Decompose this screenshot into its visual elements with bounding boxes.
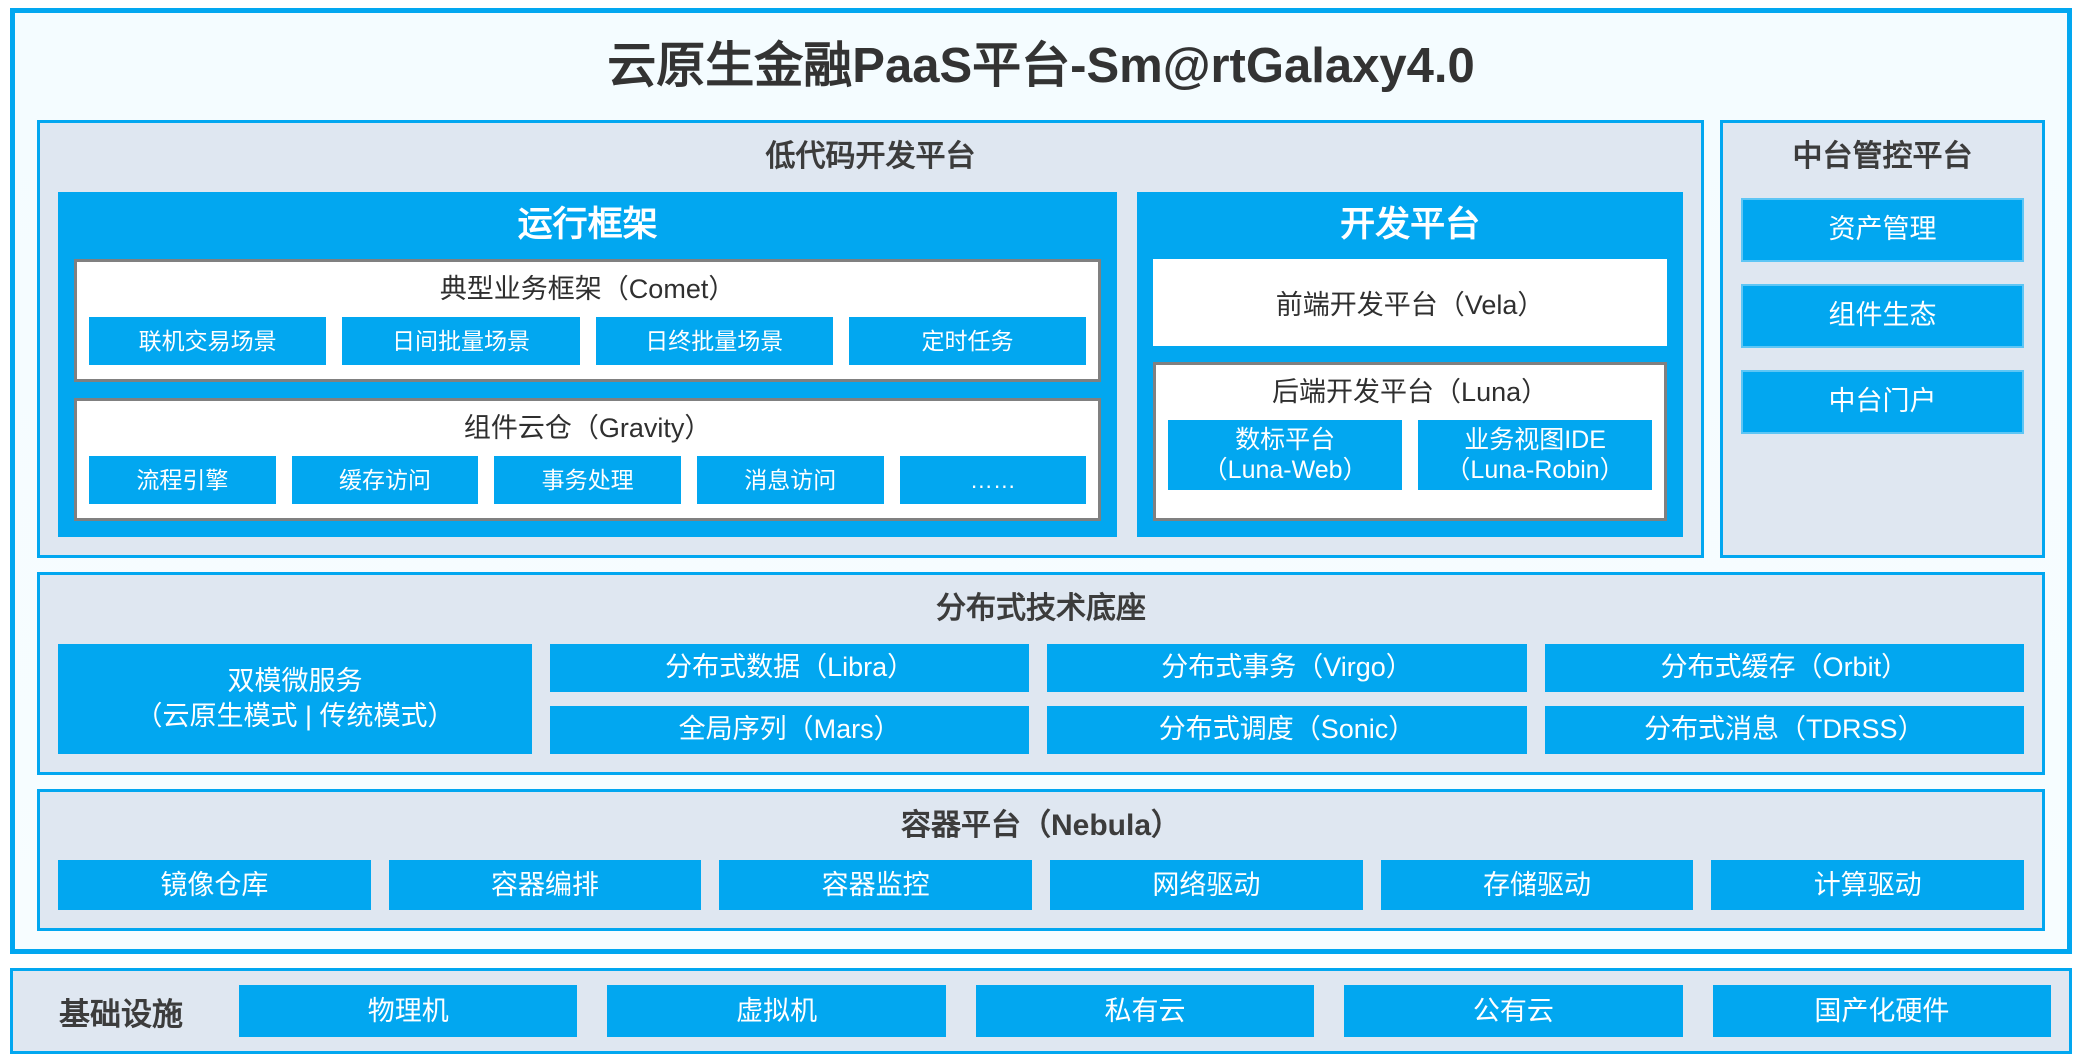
backend-platform-title: 后端开发平台（Luna） <box>1272 377 1549 408</box>
midplatform-panel: 中台管控平台 资产管理 组件生态 中台门户 <box>1720 120 2045 559</box>
platform-frame: 云原生金融PaaS平台-Sm@rtGalaxy4.0 低代码开发平台 运行框架 … <box>10 8 2072 955</box>
tech-item-mars[interactable]: 全局序列（Mars） <box>550 705 1030 754</box>
backend-platform-items: 数标平台 （Luna-Web） 业务视图IDE （Luna-Robin） <box>1168 420 1653 504</box>
microservice-name: 双模微服务 <box>227 665 363 696</box>
midplatform-item-asset-management[interactable]: 资产管理 <box>1741 197 2024 262</box>
luna-robin-name: 业务视图IDE <box>1464 425 1606 454</box>
comet-item[interactable]: 定时任务 <box>848 317 1087 366</box>
comet-items: 联机交易场景 日间批量场景 日终批量场景 定时任务 <box>89 317 1087 366</box>
luna-robin-tile[interactable]: 业务视图IDE （Luna-Robin） <box>1418 420 1653 491</box>
tech-column-1: 分布式数据（Libra） 全局序列（Mars） <box>550 643 1030 754</box>
infra-item-public-cloud[interactable]: 公有云 <box>1344 985 1683 1038</box>
container-item-image-registry[interactable]: 镜像仓库 <box>58 860 371 911</box>
container-item-network-driver[interactable]: 网络驱动 <box>1050 860 1363 911</box>
container-platform-title: 容器平台（Nebula） <box>900 808 1182 842</box>
gravity-item[interactable]: 消息访问 <box>696 456 884 505</box>
tech-item-libra[interactable]: 分布式数据（Libra） <box>550 643 1030 692</box>
runtime-groups: 典型业务框架（Comet） 联机交易场景 日间批量场景 日终批量场景 定时任务 <box>74 259 1102 522</box>
infra-item-domestic-hardware[interactable]: 国产化硬件 <box>1712 985 2052 1038</box>
container-item-monitoring[interactable]: 容器监控 <box>719 860 1033 911</box>
development-platform-stack: 前端开发平台（Vela） 后端开发平台（Luna） 数标平台 （Luna-Web… <box>1153 259 1667 522</box>
tech-item-sonic[interactable]: 分布式调度（Sonic） <box>1047 705 1527 754</box>
container-item-compute-driver[interactable]: 计算驱动 <box>1711 860 2025 911</box>
tech-foundation-title: 分布式技术底座 <box>936 592 1146 626</box>
gravity-title: 组件云仓（Gravity） <box>463 413 712 444</box>
midplatform-item-portal[interactable]: 中台门户 <box>1741 369 2024 434</box>
dual-mode-microservice-tile[interactable]: 双模微服务 （云原生模式 | 传统模式） <box>58 643 532 754</box>
comet-title: 典型业务框架（Comet） <box>439 274 736 305</box>
tech-item-virgo[interactable]: 分布式事务（Virgo） <box>1047 643 1527 692</box>
luna-web-code: （Luna-Web） <box>1202 456 1368 485</box>
gravity-item[interactable]: 流程引擎 <box>89 456 276 505</box>
infra-item-physical-machine[interactable]: 物理机 <box>239 985 578 1038</box>
top-row: 低代码开发平台 运行框架 典型业务框架（Comet） 联机交易场景 日间批量场景 <box>37 120 2045 559</box>
gravity-items: 流程引擎 缓存访问 事务处理 消息访问 …… <box>89 456 1087 505</box>
gravity-item-ellipsis[interactable]: …… <box>899 456 1087 505</box>
container-item-storage-driver[interactable]: 存储驱动 <box>1380 860 1694 911</box>
microservice-column: 双模微服务 （云原生模式 | 传统模式） <box>58 643 532 754</box>
runtime-framework-title: 运行框架 <box>517 204 658 244</box>
midplatform-item-component-ecology[interactable]: 组件生态 <box>1741 283 2024 348</box>
container-platform-items: 镜像仓库 容器编排 容器监控 网络驱动 存储驱动 计算驱动 <box>58 860 2025 911</box>
infrastructure-panel: 基础设施 物理机 虚拟机 私有云 公有云 国产化硬件 <box>10 968 2072 1054</box>
comet-item[interactable]: 联机交易场景 <box>89 317 327 366</box>
development-platform-card: 开发平台 前端开发平台（Vela） 后端开发平台（Luna） 数标平台 （Lun… <box>1137 191 1683 538</box>
luna-robin-code: （Luna-Robin） <box>1445 456 1625 485</box>
microservice-modes: （云原生模式 | 传统模式） <box>135 700 455 731</box>
luna-web-tile[interactable]: 数标平台 （Luna-Web） <box>1168 420 1403 491</box>
backend-platform-luna: 后端开发平台（Luna） 数标平台 （Luna-Web） 业务视图IDE （Lu… <box>1153 362 1667 522</box>
infra-item-virtual-machine[interactable]: 虚拟机 <box>607 985 946 1038</box>
runtime-framework-card: 运行框架 典型业务框架（Comet） 联机交易场景 日间批量场景 日终批量场景 … <box>58 191 1118 538</box>
comet-item[interactable]: 日终批量场景 <box>595 317 833 366</box>
luna-web-name: 数标平台 <box>1235 425 1336 454</box>
infra-item-private-cloud[interactable]: 私有云 <box>975 985 1315 1038</box>
gravity-item[interactable]: 缓存访问 <box>291 456 479 505</box>
tech-item-tdrss[interactable]: 分布式消息（TDRSS） <box>1544 705 2024 754</box>
frontend-platform-vela[interactable]: 前端开发平台（Vela） <box>1153 259 1667 347</box>
comet-item[interactable]: 日间批量场景 <box>342 317 580 366</box>
tech-column-3: 分布式缓存（Orbit） 分布式消息（TDRSS） <box>1544 643 2024 754</box>
infrastructure-items: 物理机 虚拟机 私有云 公有云 国产化硬件 <box>239 985 2052 1038</box>
lowcode-platform-title: 低代码开发平台 <box>765 140 976 174</box>
development-platform-title: 开发平台 <box>1340 204 1481 244</box>
lowcode-inner: 运行框架 典型业务框架（Comet） 联机交易场景 日间批量场景 日终批量场景 … <box>58 191 1683 538</box>
container-item-orchestration[interactable]: 容器编排 <box>388 860 702 911</box>
gravity-item[interactable]: 事务处理 <box>494 456 681 505</box>
midplatform-items: 资产管理 组件生态 中台门户 <box>1741 197 2024 538</box>
container-platform-panel: 容器平台（Nebula） 镜像仓库 容器编排 容器监控 网络驱动 存储驱动 计算… <box>37 788 2045 932</box>
gravity-group: 组件云仓（Gravity） 流程引擎 缓存访问 事务处理 消息访问 …… <box>74 398 1102 522</box>
tech-item-orbit[interactable]: 分布式缓存（Orbit） <box>1544 643 2024 692</box>
infrastructure-label: 基础设施 <box>59 996 183 1032</box>
comet-group: 典型业务框架（Comet） 联机交易场景 日间批量场景 日终批量场景 定时任务 <box>74 259 1102 383</box>
tech-foundation-panel: 分布式技术底座 双模微服务 （云原生模式 | 传统模式） 分布式数据（Libra… <box>37 572 2045 775</box>
midplatform-title: 中台管控平台 <box>1792 140 1973 174</box>
page-title: 云原生金融PaaS平台-Sm@rtGalaxy4.0 <box>607 39 1475 93</box>
lowcode-platform-panel: 低代码开发平台 运行框架 典型业务框架（Comet） 联机交易场景 日间批量场景 <box>37 120 1704 559</box>
tech-column-2: 分布式事务（Virgo） 分布式调度（Sonic） <box>1047 643 1527 754</box>
tech-foundation-grid: 双模微服务 （云原生模式 | 传统模式） 分布式数据（Libra） 全局序列（M… <box>58 643 2024 754</box>
